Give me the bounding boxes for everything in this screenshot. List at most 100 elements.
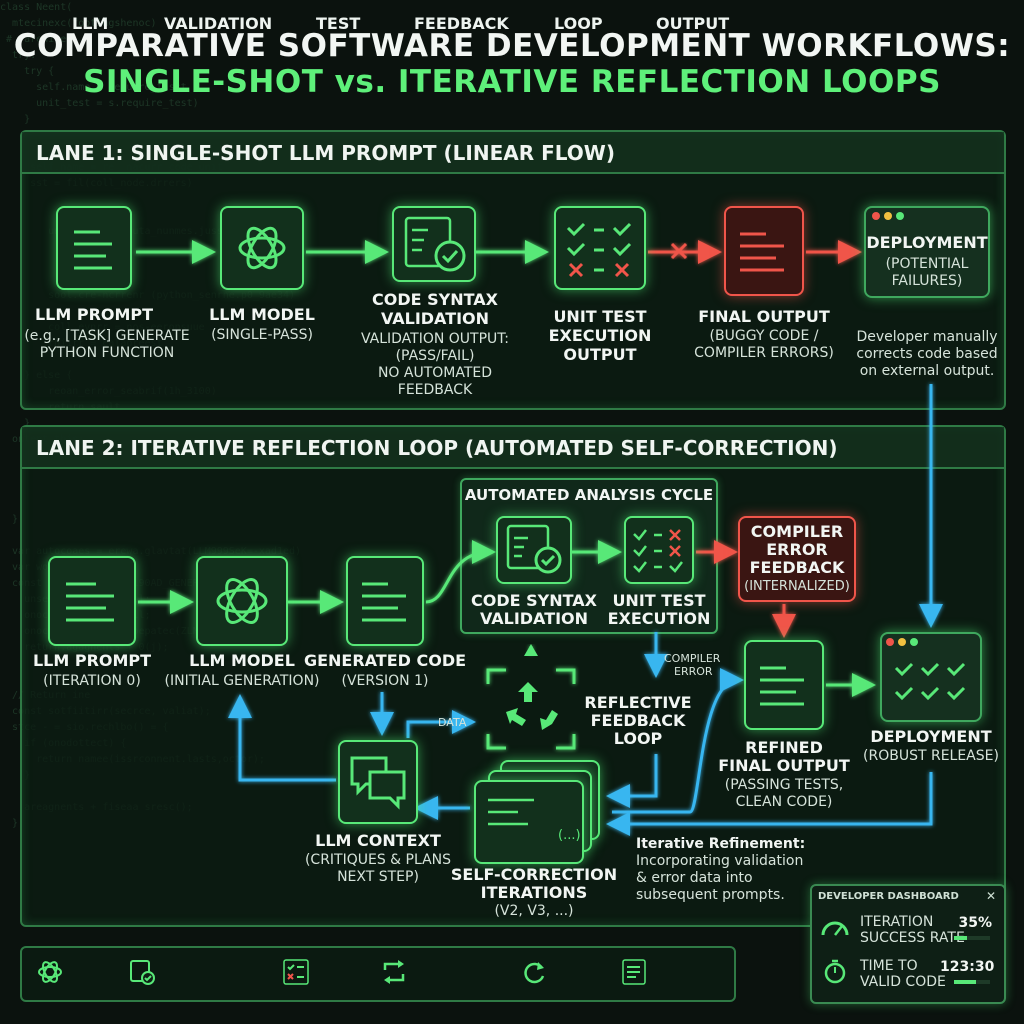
window-dot-yellow (884, 212, 892, 220)
lane2-context-sub2: NEXT STEP) (337, 869, 419, 885)
metric1-value: 35% (958, 915, 992, 931)
lane1-syntax-label1: CODE SYNTAX (371, 290, 498, 309)
lane1-syntax-label2: VALIDATION (380, 309, 490, 328)
lane2-refined-sub1: (PASSING TESTS, (724, 777, 844, 793)
document-icon (66, 582, 114, 622)
legend-loop: LOOP (554, 14, 603, 33)
test-checklist-icon (633, 529, 683, 573)
chat-bubbles-icon (350, 756, 406, 810)
document-icon (622, 959, 646, 985)
iteration-code-glyph: (...) (558, 828, 581, 843)
lane2-unittest-label2: EXECUTION (607, 609, 711, 628)
iterations-label2: ITERATIONS (480, 883, 588, 902)
legend-llm: LLM (72, 14, 109, 33)
llm-knot-icon (238, 226, 286, 270)
lane-2-header: LANE 2: ITERATIVE REFLECTION LOOP (AUTOM… (22, 427, 1004, 469)
validation-icon (130, 960, 155, 985)
dashboard-close-button[interactable]: ✕ (986, 889, 997, 903)
document-icon (740, 232, 784, 272)
window-dot-red (886, 638, 894, 646)
metric2-bar-track (954, 980, 990, 984)
window-dot-green (910, 638, 918, 646)
lane2-prompt-label: LLM PROMPT (32, 651, 152, 670)
compiler-error-tag-line1: COMPILER (664, 652, 721, 665)
metric2-value: 123:30 (940, 959, 995, 975)
validation-icon (506, 524, 562, 574)
lane1-syntax-sub4: FEEDBACK (397, 382, 473, 398)
metric1-label1: ITERATION (860, 914, 934, 930)
developer-dashboard (810, 884, 1006, 1004)
lane2-deploy-sub: (ROBUST RELEASE) (863, 748, 999, 764)
lane-1-panel: LANE 1: SINGLE-SHOT LLM PROMPT (LINEAR F… (20, 130, 1006, 410)
lane2-context-label: LLM CONTEXT (315, 831, 441, 850)
lane2-compiler-line1: COMPILER (750, 522, 844, 541)
lane1-model-label: LLM MODEL (209, 305, 315, 324)
document-icon (488, 798, 534, 826)
lane1-prompt-node (56, 206, 132, 290)
lane2-unittest-label1: UNIT TEST (612, 591, 706, 610)
metric2-label2: VALID CODE (860, 974, 946, 990)
lane2-model-sub: (INITIAL GENERATION) (164, 673, 320, 689)
lane1-unittest-label1: UNIT TEST (553, 307, 647, 326)
lane2-deploy-label: DEPLOYMENT (870, 727, 992, 746)
document-icon (760, 666, 804, 706)
lane1-prompt-sub2: PYTHON FUNCTION (39, 345, 175, 361)
refine-note-line1: Incorporating validation (636, 853, 804, 869)
gauge-icon (821, 921, 849, 936)
document-icon (362, 582, 406, 622)
refine-note-title: Iterative Refinement: (636, 836, 806, 852)
lane2-refined-sub2: CLEAN CODE) (735, 794, 833, 810)
lane2-model-node (196, 556, 288, 646)
lane1-note-line1: Developer manually (856, 329, 998, 345)
data-tag: DATA (438, 716, 467, 729)
compiler-error-tag-line2: ERROR (674, 665, 713, 678)
lane2-syntax-label1: CODE SYNTAX (470, 591, 597, 610)
lane2-refined-label2: FINAL OUTPUT (718, 756, 850, 775)
dashboard-title: DEVELOPER DASHBOARD (818, 891, 959, 902)
window-dot-yellow (898, 638, 906, 646)
lane1-note-line3: on external output. (859, 363, 995, 379)
lane1-syntax-sub3: NO AUTOMATED (377, 365, 493, 381)
lane2-compiler-line3: FEEDBACK (749, 558, 845, 577)
window-dot-red (872, 212, 880, 220)
loop-line3: LOOP (613, 729, 663, 748)
legend-validation: VALIDATION (164, 14, 273, 33)
lane2-prompt-node (48, 556, 136, 646)
refine-note-line2: & error data into (636, 870, 753, 886)
test-checklist-icon (566, 222, 632, 278)
iteration-card-front (474, 780, 584, 864)
title-line-1: COMPARATIVE SOFTWARE DEVELOPMENT WORKFLO… (13, 28, 1011, 64)
lane2-generated-label: GENERATED CODE (303, 651, 467, 670)
test-checklist-icon (283, 959, 309, 985)
lane1-deploy-sub1: (POTENTIAL (885, 256, 969, 272)
iterations-label1: SELF-CORRECTION (450, 865, 618, 884)
lane1-syntax-sub2: (PASS/FAIL) (395, 348, 475, 364)
lane1-prompt-label: LLM PROMPT (34, 305, 154, 324)
lane2-deployment-node (880, 632, 982, 722)
lane2-model-label: LLM MODEL (189, 651, 295, 670)
lane1-final-sub2: COMPILER ERRORS) (694, 345, 834, 361)
legend-test: TEST (316, 14, 361, 33)
metric1-bar-fill (954, 936, 967, 940)
recycle-loop-icon (486, 644, 576, 750)
validation-icon (404, 216, 466, 272)
lane-1-header: LANE 1: SINGLE-SHOT LLM PROMPT (LINEAR F… (22, 132, 1004, 174)
stopwatch-icon (824, 959, 846, 984)
legend-feedback: FEEDBACK (414, 14, 509, 33)
lane1-unittest-label3: OUTPUT (563, 345, 637, 364)
llm-knot-icon (38, 961, 62, 983)
iterations-sub: (V2, V3, ...) (494, 903, 574, 919)
feedback-arrows-icon (383, 960, 405, 984)
lane2-syntax-label2: VALIDATION (479, 609, 589, 628)
metric1-label2: SUCCESS RATE (860, 930, 965, 946)
lane1-model-sub: (SINGLE-PASS) (211, 327, 313, 343)
lane2-refined-label1: REFINED (745, 738, 823, 757)
lane1-unittest-label2: EXECUTION (548, 326, 652, 345)
metric2-label1: TIME TO (860, 958, 918, 974)
lane1-note-line2: corrects code based (856, 346, 998, 362)
lane2-generated-sub: (VERSION 1) (341, 673, 429, 689)
lane2-compiler-line4: (INTERNALIZED) (744, 579, 850, 594)
lane1-deployment-node (864, 206, 990, 298)
lane2-prompt-sub: (ITERATION 0) (43, 673, 141, 689)
